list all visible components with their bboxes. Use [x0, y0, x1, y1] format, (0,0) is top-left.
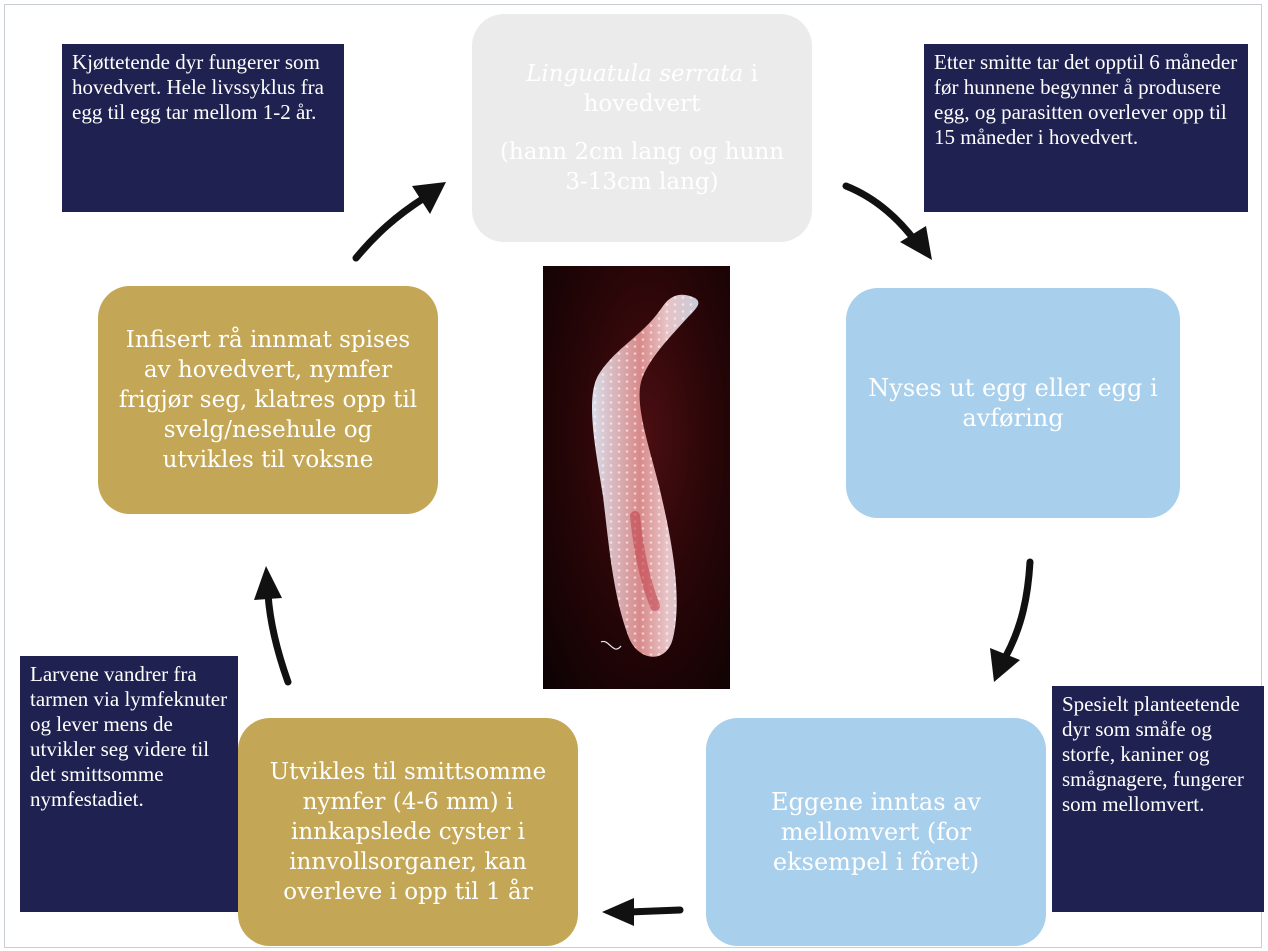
arrow-nymphs-to-ingestion: [240, 558, 310, 688]
note-top-right-text: Etter smitte tar det opptil 6 måneder fø…: [934, 50, 1237, 149]
arrow-eggs-to-intermediate: [982, 556, 1052, 686]
stage-eggs-out: Nyses ut egg eller egg i avføring: [846, 288, 1180, 518]
stage-intermediate: Eggene inntas av mellomvert (for eksempe…: [706, 718, 1046, 946]
stage-intermediate-text: Eggene inntas av mellomvert (for eksempe…: [724, 787, 1028, 877]
note-top-left-text: Kjøttetende dyr fungerer som hovedvert. …: [72, 50, 324, 124]
stage-eggs-out-text: Nyses ut egg eller egg i avføring: [864, 373, 1162, 433]
note-top-left: Kjøttetende dyr fungerer som hovedvert. …: [62, 44, 344, 212]
stage-ingestion-text: Infisert rå innmat spises av hovedvert, …: [116, 325, 420, 475]
stage-nymphs-text: Utvikles til smittsomme nymfer (4-6 mm) …: [256, 757, 560, 907]
parasite-illustration: [543, 266, 730, 689]
arrow-ingestion-to-host: [346, 176, 456, 266]
species-name: Linguatula serrata: [526, 61, 743, 87]
arrow-intermediate-to-nymphs: [596, 892, 686, 932]
stage-host-sizes: (hann 2cm lang og hunn 3-13cm lang): [490, 137, 794, 197]
parasite-photo: [543, 266, 730, 689]
stage-host: Linguatula serrata i hovedvert (hann 2cm…: [472, 14, 812, 242]
note-top-right: Etter smitte tar det opptil 6 måneder fø…: [924, 44, 1248, 212]
note-bottom-right-text: Spesielt planteetende dyr som småfe og s…: [1062, 692, 1244, 816]
arrow-host-to-eggs: [836, 176, 946, 266]
stage-ingestion: Infisert rå innmat spises av hovedvert, …: [98, 286, 438, 514]
stage-nymphs: Utvikles til smittsomme nymfer (4-6 mm) …: [238, 718, 578, 946]
note-bottom-left-text: Larvene vandrer fra tarmen via lymfeknut…: [30, 662, 227, 811]
note-bottom-right: Spesielt planteetende dyr som småfe og s…: [1052, 686, 1264, 912]
note-bottom-left: Larvene vandrer fra tarmen via lymfeknut…: [20, 656, 238, 912]
stage-host-title: Linguatula serrata i hovedvert: [490, 59, 794, 119]
